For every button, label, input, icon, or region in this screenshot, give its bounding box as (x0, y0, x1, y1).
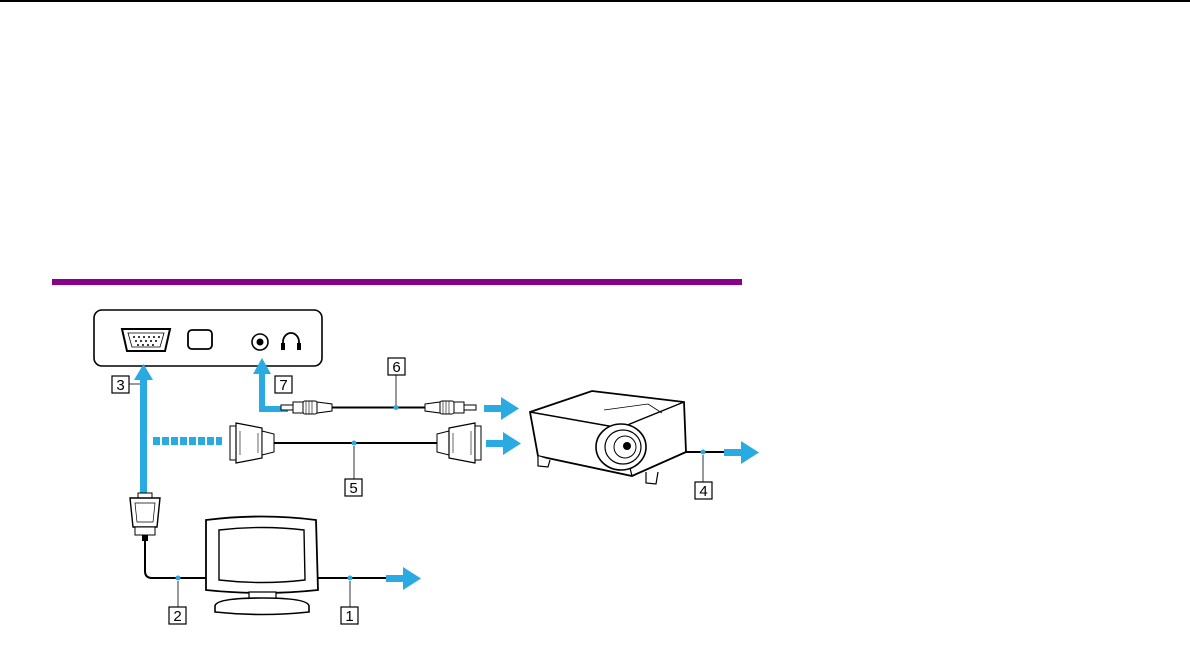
callout-2: 2 (169, 581, 186, 625)
callout-7: 7 (275, 376, 292, 394)
callout-6: 6 (388, 358, 405, 405)
port-panel (94, 310, 322, 366)
vga-plug-icon (130, 493, 212, 581)
arrow-right-icon (486, 432, 521, 455)
arrow-right-icon (724, 441, 759, 464)
callout-5: 5 (345, 446, 362, 497)
callout-4: 4 (695, 455, 712, 500)
callout-label: 5 (349, 480, 357, 497)
callout-label: 3 (116, 377, 124, 394)
callout-label: 2 (173, 608, 181, 625)
audio-cable-icon (281, 401, 476, 414)
arrow-right-icon (484, 397, 519, 420)
vga-cable-icon (230, 423, 481, 463)
rectangular-port-icon (188, 330, 212, 349)
callout-label: 1 (345, 608, 353, 625)
callout-label: 4 (699, 483, 707, 500)
dashed-connector-to-vga-cable (153, 437, 222, 445)
arrow-right-icon (386, 567, 421, 590)
callout-label: 6 (392, 359, 400, 376)
monitor-icon (206, 517, 386, 615)
vga-port-icon (122, 329, 170, 351)
callout-label: 7 (279, 377, 287, 394)
callout-1: 1 (341, 581, 358, 625)
projector-icon (530, 391, 724, 484)
arrow-up-to-vga-icon (134, 364, 153, 494)
headphone-jack-icon (252, 334, 268, 350)
